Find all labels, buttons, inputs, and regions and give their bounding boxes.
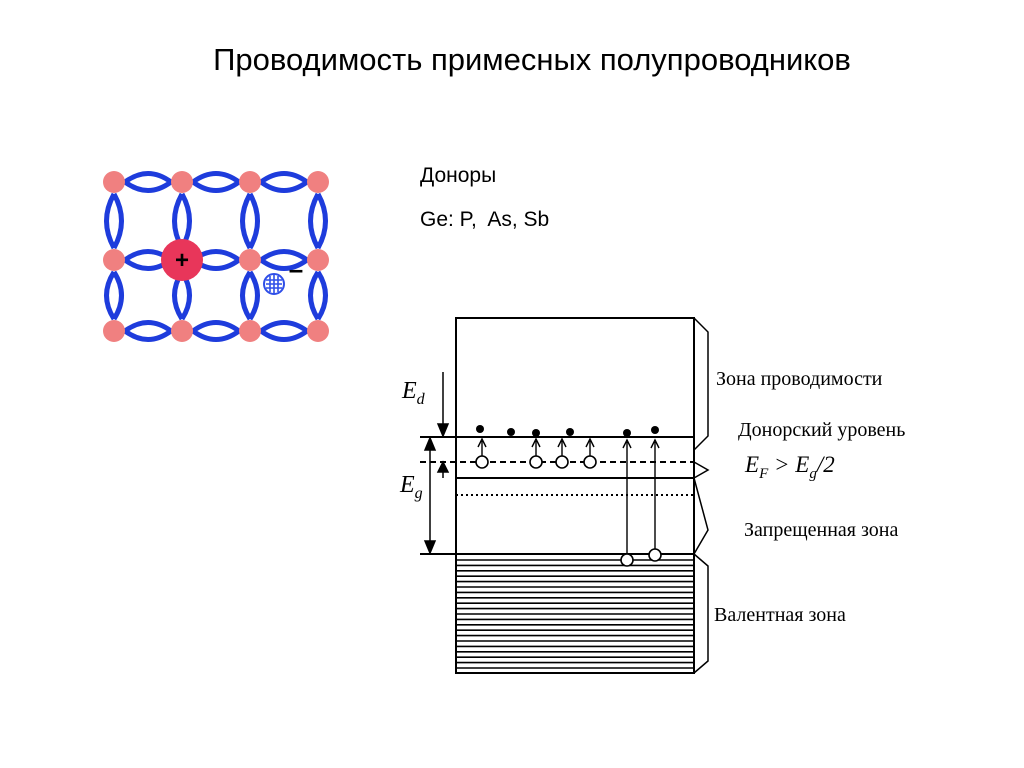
donors-heading: Доноры — [420, 164, 497, 187]
lattice-atom — [307, 320, 329, 342]
donor-electrons — [475, 425, 597, 469]
lattice-bond — [111, 192, 124, 250]
lattice-bond — [111, 270, 124, 321]
lattice-bond — [259, 257, 309, 271]
lattice-atom — [171, 320, 193, 342]
arrow-head — [650, 438, 660, 449]
donor-state — [475, 455, 489, 469]
donor-ion-charge: + — [175, 247, 189, 274]
donor-state — [583, 455, 597, 469]
conduction-electron — [532, 429, 540, 437]
valence-excitations — [620, 426, 662, 567]
lattice-bond — [191, 320, 241, 334]
hole — [648, 548, 662, 562]
lattice-bond — [240, 270, 253, 321]
lattice-bond — [308, 270, 321, 321]
ed-arrow — [436, 372, 450, 478]
arrow-head — [622, 438, 632, 449]
lattice-atom — [307, 171, 329, 193]
lattice-atom — [103, 320, 125, 342]
fermi-label: EF > Eg/2 — [744, 452, 835, 482]
lattice-bonds — [104, 171, 328, 342]
forbidden-zone-label: Запрещенная зона — [744, 519, 898, 541]
lattice-atom — [239, 320, 261, 342]
conduction-electron — [507, 428, 515, 436]
lattice-bond — [104, 270, 117, 321]
lattice-bond — [259, 328, 309, 342]
lattice-bond — [123, 320, 173, 334]
conduction-electron — [476, 425, 484, 433]
conduction-electron — [566, 428, 574, 436]
conduction-electron — [651, 426, 659, 434]
conduction-band-label: Зона проводимости — [716, 368, 883, 390]
donor-ion — [161, 239, 203, 281]
free-electron — [263, 273, 285, 295]
lattice-bond — [123, 328, 173, 342]
hole — [620, 553, 634, 567]
eg-label: Eg — [399, 472, 423, 502]
lattice-bond — [191, 179, 241, 193]
donor-level-label: Донорский уровень — [738, 419, 905, 441]
lattice-bond — [123, 179, 173, 193]
slide-title: Проводимость примесных полупроводников — [213, 42, 851, 77]
donors-list: Ge: P, As, Sb — [420, 208, 550, 231]
electron-charge: – — [289, 254, 303, 284]
ed-label: Ed — [401, 378, 426, 408]
lattice-bond — [259, 320, 309, 334]
lattice-bond — [104, 192, 117, 250]
arrow-head — [585, 437, 595, 448]
conduction-electron — [623, 429, 631, 437]
lattice-atom — [171, 171, 193, 193]
arrow-head — [477, 437, 487, 448]
lattice-atom — [103, 171, 125, 193]
donor-state — [529, 455, 543, 469]
lattice-atoms — [103, 171, 329, 342]
band-brackets — [693, 317, 710, 674]
lattice-bond — [247, 270, 260, 321]
lattice-bond — [315, 270, 328, 321]
lattice-atom — [239, 171, 261, 193]
lattice-bond — [123, 171, 173, 185]
lattice-bond — [259, 171, 309, 185]
arrow-head — [557, 437, 567, 448]
lattice-bond — [191, 171, 241, 185]
lattice-bond — [259, 249, 309, 263]
lattice-bond — [191, 328, 241, 342]
eg-arrow — [423, 436, 437, 555]
lattice-bond — [315, 192, 328, 250]
lattice-atom — [239, 249, 261, 271]
lattice-bond — [259, 179, 309, 193]
lattice-atom — [307, 249, 329, 271]
lattice-bond — [240, 192, 253, 250]
donor-state — [555, 455, 569, 469]
arrow-head — [531, 437, 541, 448]
valence-band-label: Валентная зона — [714, 604, 846, 626]
valence-band-hatch — [456, 559, 694, 669]
lattice-atom — [103, 249, 125, 271]
lattice-bond — [247, 192, 260, 250]
lattice-bond — [308, 192, 321, 250]
